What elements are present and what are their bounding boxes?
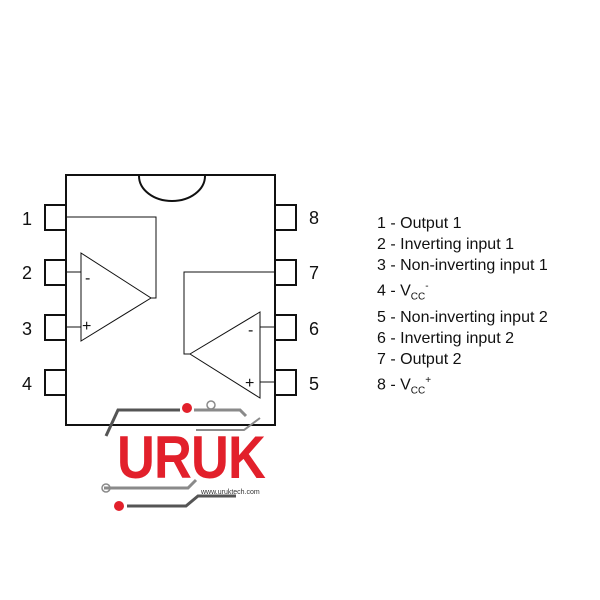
legend-item-5: 5 - Non-inverting input 2 bbox=[377, 309, 548, 327]
pin-number-2: 2 bbox=[22, 263, 32, 283]
logo-dot-2 bbox=[206, 400, 216, 410]
uruk-logo: URUK www.uruktech.com bbox=[101, 400, 267, 511]
pin-number-5: 5 bbox=[309, 374, 319, 394]
opamp-b bbox=[183, 271, 275, 399]
pin-4-lead bbox=[44, 369, 67, 396]
opamp-a bbox=[66, 216, 157, 342]
logo-trace-5 bbox=[196, 417, 261, 431]
pin-number-7: 7 bbox=[309, 263, 319, 283]
opamp-a-triangle bbox=[80, 252, 152, 342]
opamp-a-plus: + bbox=[82, 318, 91, 335]
pin-number-1: 1 bbox=[22, 209, 32, 229]
opamp-a-minus: - bbox=[85, 270, 90, 287]
legend-item-6: 6 - Inverting input 2 bbox=[377, 330, 514, 348]
logo-trace-4 bbox=[104, 478, 198, 490]
pin-number-3: 3 bbox=[22, 319, 32, 339]
legend-item-4: 4 - VCC- bbox=[377, 280, 429, 303]
pin-3-lead bbox=[44, 314, 67, 341]
logo-dot-1 bbox=[182, 403, 192, 413]
logo-trace-2 bbox=[194, 408, 248, 418]
logo-dot-4 bbox=[101, 483, 111, 493]
pin-7-lead bbox=[274, 259, 297, 286]
pin-number-6: 6 bbox=[309, 319, 319, 339]
pin-number-4: 4 bbox=[22, 374, 32, 394]
opamp-a-output-wire bbox=[66, 216, 157, 299]
logo-url: www.uruktech.com bbox=[200, 489, 260, 496]
opamp-b-minus: - bbox=[248, 322, 253, 339]
legend-item-1: 1 - Output 1 bbox=[377, 215, 462, 232]
logo-trace-1 bbox=[104, 408, 180, 437]
legend-item-2: 2 - Inverting input 1 bbox=[377, 235, 514, 253]
right-pins bbox=[274, 204, 297, 396]
legend-item-3: 3 - Non-inverting input 1 bbox=[377, 256, 548, 274]
pin-legend: 1 - Output 1 2 - Inverting input 1 3 - N… bbox=[377, 214, 548, 402]
opamp-b-output-wire bbox=[183, 271, 275, 355]
pin-8-lead bbox=[274, 204, 297, 231]
chip-notch bbox=[138, 175, 206, 202]
logo-trace-3 bbox=[127, 494, 236, 508]
pin-6-lead bbox=[274, 314, 297, 341]
logo-dot-3 bbox=[114, 501, 124, 511]
pin-number-8: 8 bbox=[309, 208, 319, 228]
legend-item-7: 7 - Output 2 bbox=[377, 350, 462, 368]
pin-2-lead bbox=[44, 259, 67, 286]
pin-5-lead bbox=[274, 369, 297, 396]
left-pins bbox=[44, 204, 67, 396]
pin-1-lead bbox=[44, 204, 67, 231]
legend-item-8: 8 - VCC+ bbox=[377, 374, 432, 397]
logo-wordmark: URUK bbox=[117, 424, 266, 491]
opamp-b-plus: + bbox=[245, 375, 254, 392]
opamp-b-triangle bbox=[189, 311, 261, 399]
